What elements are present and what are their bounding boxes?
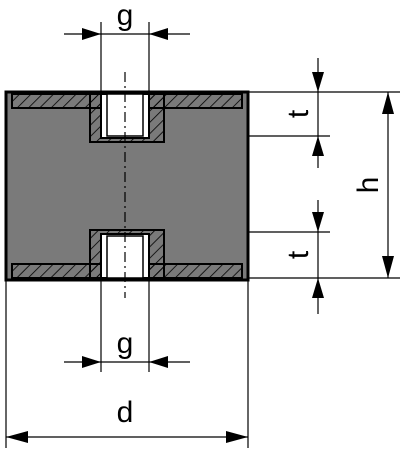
- label-d: d: [117, 396, 134, 429]
- dim-g-bottom: g: [64, 327, 190, 368]
- label-h: h: [352, 177, 385, 194]
- label-t-bottom: t: [282, 250, 315, 259]
- label-t-top: t: [282, 109, 315, 118]
- label-g-top: g: [117, 0, 134, 32]
- label-g-bottom: g: [117, 327, 134, 360]
- dim-t-top: t: [282, 58, 324, 168]
- dim-h: h: [352, 92, 394, 278]
- dim-t-bottom: t: [282, 200, 324, 314]
- dim-d: d: [6, 396, 248, 443]
- dim-g-top: g: [64, 0, 190, 40]
